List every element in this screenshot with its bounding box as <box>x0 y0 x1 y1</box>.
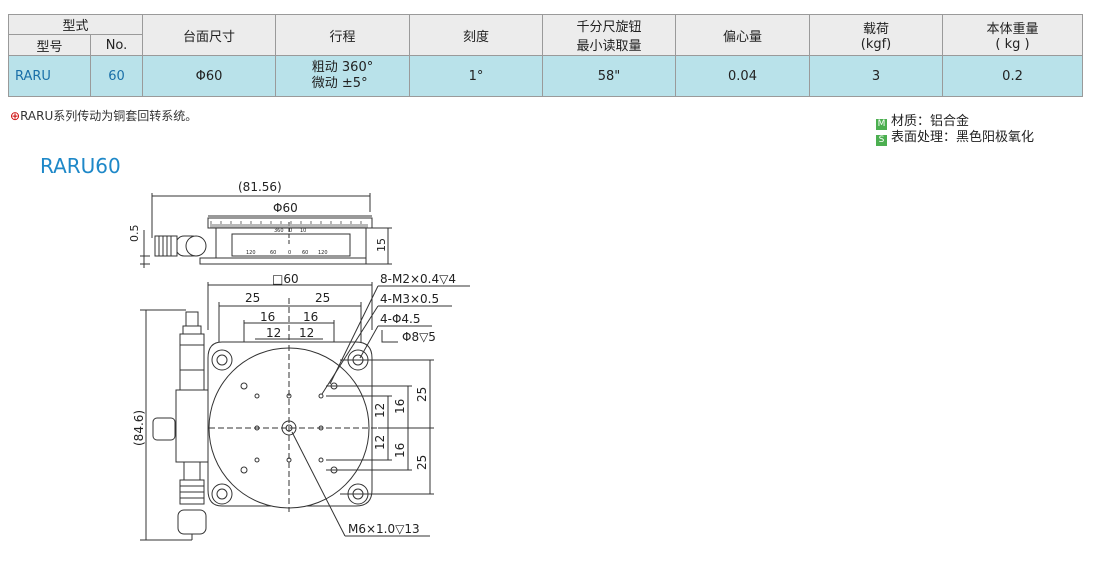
scale-top-2: 0 <box>289 228 292 234</box>
dim-r16a: 16 <box>393 399 407 414</box>
cell-stroke-coarse: 粗动 360° <box>311 60 374 75</box>
dim-r12b: 12 <box>373 435 387 450</box>
callout-dia45: 4-Φ4.5 <box>380 312 421 326</box>
dim-25b: 25 <box>315 291 330 305</box>
header-type-group: 型式 <box>7 14 144 35</box>
s-badge-icon: S <box>876 135 887 146</box>
header-load: 载荷 (kgf) <box>809 14 944 56</box>
header-weight-line2: ( kg ) <box>995 37 1030 52</box>
callout-m2: 8-M2×0.4▽4 <box>380 272 456 286</box>
dim-r25a: 25 <box>415 387 429 402</box>
dim-25a: 25 <box>245 291 260 305</box>
header-micrometer-line1: 千分尺旋钮 <box>576 20 642 35</box>
scale-top-1: 360 <box>274 228 284 234</box>
header-load-line1: 载荷 <box>863 22 890 37</box>
cell-table-size: Φ60 <box>142 55 277 97</box>
header-model: 型号 <box>8 34 91 56</box>
dim-12a: 12 <box>266 326 281 340</box>
cell-eccentricity: 0.04 <box>675 55 811 97</box>
technical-drawing: (81.56) Φ60 120 60 0 60 120 360 0 10 0 <box>128 180 470 541</box>
header-micrometer-line2: 最小读取量 <box>576 39 642 54</box>
cell-no: 60 <box>89 55 144 97</box>
scale-label-5: 120 <box>318 250 328 256</box>
header-micrometer: 千分尺旋钮 最小读取量 <box>542 14 677 56</box>
m-badge-icon: M <box>876 119 887 130</box>
material-text: 材质：铝合金 <box>891 114 970 129</box>
dim-overall-width: (81.56) <box>238 180 282 194</box>
surface-text: 表面处理：黑色阳极氧化 <box>891 130 1035 145</box>
warning-icon: ⊕ <box>10 109 21 123</box>
cell-micrometer: 58" <box>542 55 677 97</box>
dim-16b: 16 <box>303 310 318 324</box>
dim-r12a: 12 <box>373 403 387 418</box>
dim-height: 15 <box>375 238 388 252</box>
material-line: M 材质：铝合金 <box>876 114 1034 130</box>
cell-stroke-fine: 微动 ±5° <box>311 76 368 91</box>
header-weight-line1: 本体重量 <box>986 22 1039 37</box>
cell-model: RARU <box>8 55 91 97</box>
header-stroke: 行程 <box>275 14 411 56</box>
callout-dia8: Φ8▽5 <box>402 330 436 344</box>
callout-m3: 4-M3×0.5 <box>380 292 439 306</box>
cell-weight: 0.2 <box>942 55 1084 97</box>
dim-r25b: 25 <box>415 455 429 470</box>
cell-load: 3 <box>809 55 944 97</box>
footnote: ⊕RARU系列传动为铜套回转系统。 <box>10 107 197 124</box>
dim-16a: 16 <box>260 310 275 324</box>
cell-stroke: 粗动 360° 微动 ±5° <box>275 55 411 97</box>
scale-top-3: 10 <box>300 228 306 234</box>
header-table-size: 台面尺寸 <box>142 14 277 56</box>
dim-dia60: Φ60 <box>273 201 298 215</box>
drawing-title: RARU60 <box>40 154 121 178</box>
scale-label-1: 120 <box>246 250 256 256</box>
header-weight: 本体重量 ( kg ) <box>942 14 1084 56</box>
header-no: No. <box>89 34 144 56</box>
dim-overall-height: (84.6) <box>132 410 146 446</box>
header-eccentricity: 偏心量 <box>675 14 811 56</box>
scale-label-2: 60 <box>270 250 276 256</box>
dim-r16b: 16 <box>393 443 407 458</box>
callout-center: M6×1.0▽13 <box>348 522 420 536</box>
side-view: (81.56) Φ60 120 60 0 60 120 360 0 10 0 <box>128 180 392 268</box>
scale-label-4: 60 <box>302 250 308 256</box>
material-info: M 材质：铝合金 S 表面处理：黑色阳极氧化 <box>876 114 1034 146</box>
dim-12b: 12 <box>299 326 314 340</box>
scale-label-3: 0 <box>288 250 291 256</box>
footnote-text: RARU系列传动为铜套回转系统。 <box>20 109 198 123</box>
top-view: □60 25 25 16 16 12 12 <box>132 272 470 541</box>
header-scale: 刻度 <box>409 14 544 56</box>
surface-line: S 表面处理：黑色阳极氧化 <box>876 130 1034 146</box>
dim-gap: 0.5 <box>128 225 141 243</box>
cell-scale: 1° <box>409 55 544 97</box>
spec-table: 型式 台面尺寸 行程 刻度 千分尺旋钮 最小读取量 偏心量 载荷 (kgf) 本… <box>7 14 1084 97</box>
header-load-line2: (kgf) <box>860 37 892 52</box>
dim-square: □60 <box>272 272 299 286</box>
